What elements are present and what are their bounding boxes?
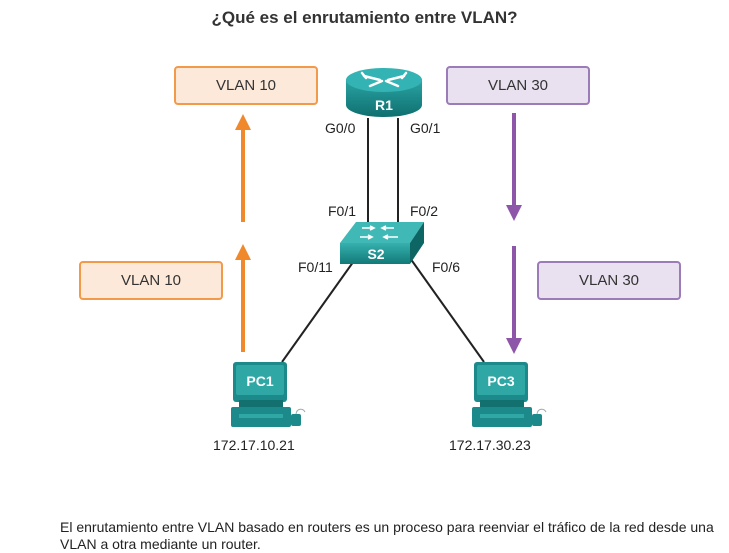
router-icon[interactable] <box>346 68 422 117</box>
pc1-label: PC1 <box>246 373 273 389</box>
port-label-f02: F0/2 <box>410 203 439 219</box>
pc3-ip-address: 172.17.30.23 <box>449 437 531 453</box>
port-label-g01: G0/1 <box>410 120 441 136</box>
vlan30-box-top: VLAN 30 <box>446 66 590 105</box>
vlan30-box-mid: VLAN 30 <box>537 261 681 300</box>
pc3-label: PC3 <box>487 373 514 389</box>
switch-label: S2 <box>367 246 384 262</box>
diagram-caption: El enrutamiento entre VLAN basado en rou… <box>60 519 714 552</box>
link-f06-pc3 <box>409 257 485 363</box>
vlan10-box-top: VLAN 10 <box>174 66 318 105</box>
port-label-g00: G0/0 <box>325 120 356 136</box>
vlan10-box-mid: VLAN 10 <box>79 261 223 300</box>
port-label-f01: F0/1 <box>328 203 357 219</box>
diagram-title: ¿Qué es el enrutamiento entre VLAN? <box>211 8 518 27</box>
pc1-icon[interactable] <box>231 362 306 427</box>
link-f011-pc1 <box>281 257 357 363</box>
port-label-f011: F0/11 <box>298 259 333 275</box>
port-label-f06: F0/6 <box>432 259 461 275</box>
switch-icon[interactable] <box>340 222 424 264</box>
router-label: R1 <box>375 97 393 113</box>
pc1-ip-address: 172.17.10.21 <box>213 437 295 453</box>
pc3-icon[interactable] <box>472 362 547 427</box>
